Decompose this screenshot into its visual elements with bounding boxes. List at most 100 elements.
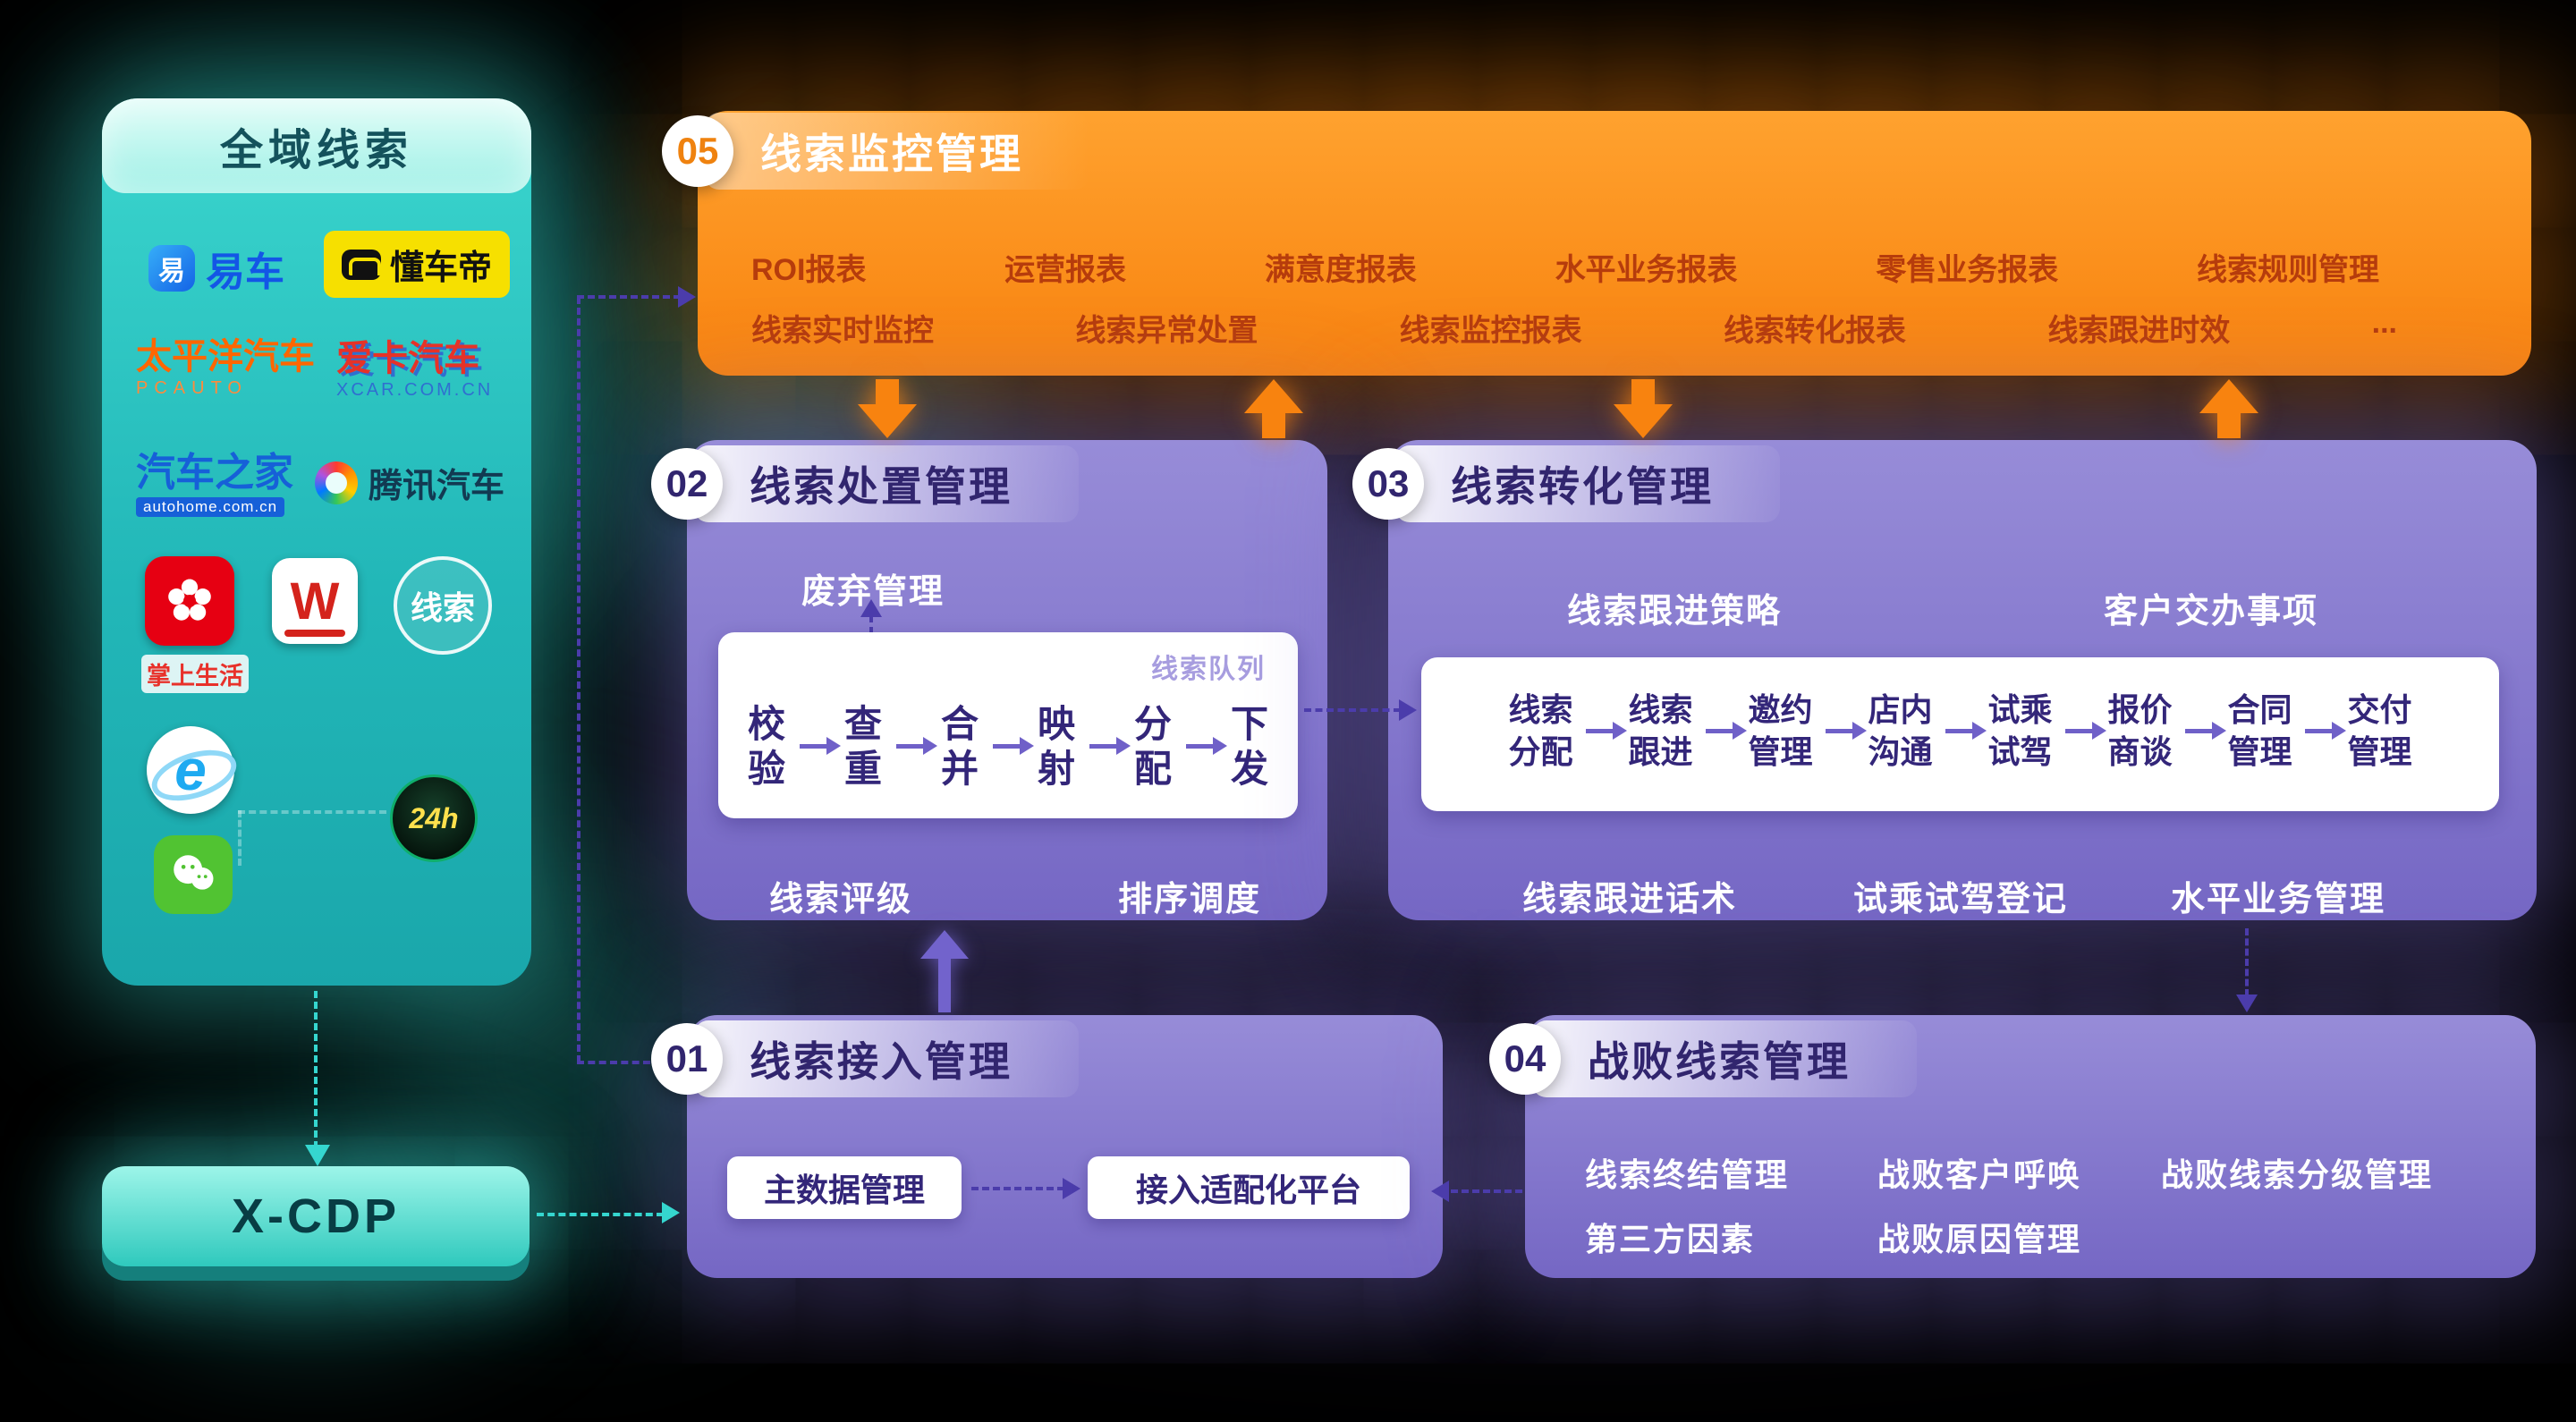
block03-title: 线索转化管理: [1395, 445, 1780, 522]
pcauto-subtitle: PCAUTO: [136, 378, 248, 398]
step-arrow-icon: [1585, 722, 1627, 741]
xcdp-to-block01-dash: [537, 1213, 664, 1216]
step-merge: 合并: [941, 703, 979, 790]
arrow-tail: [876, 379, 899, 404]
step-testdrive: 试乘试驾: [1987, 691, 2053, 770]
arrow-up-icon: [1244, 379, 1303, 413]
block04-number-badge: 04: [1489, 1023, 1561, 1095]
sort-scheduling-label: 排序调度: [1118, 881, 1262, 918]
step-delivery: 交付管理: [2347, 691, 2412, 770]
monitor-down-arrow-1: [858, 379, 917, 438]
followup-script-label: 线索跟进话术: [1522, 881, 1738, 918]
step-lead-followup: 线索跟进: [1628, 691, 1693, 770]
hotline-24h-label: 24h: [409, 801, 459, 834]
autohome-logo: 汽车之家 autohome.com.cn: [136, 451, 293, 518]
block03-header: 03 线索转化管理: [1352, 445, 1780, 522]
block05-items-row1: ROI报表 运营报表 满意度报表 水平业务报表 零售业务报表 线索规则管理: [751, 245, 2379, 289]
arrow-tail: [1262, 413, 1285, 438]
block01-to-block05-dash-v: [577, 297, 580, 1062]
autohome-label: 汽车之家: [136, 451, 293, 495]
monitor-item: 水平业务报表: [1555, 253, 1738, 287]
step-instore: 店内沟通: [1868, 691, 1933, 770]
access-dash-arrowhead: [1063, 1178, 1080, 1199]
arrow-tail: [2217, 413, 2241, 438]
ie-letter: e: [174, 738, 207, 802]
lead-queue-label: 线索队列: [1151, 655, 1266, 684]
step-arrow-icon: [2064, 722, 2106, 741]
monitor-item: ...: [2371, 306, 2397, 340]
block05-items-row2: 线索实时监控 线索异常处置 线索监控报表 线索转化报表 线索跟进时效 ...: [751, 306, 2397, 350]
monitor-item: 线索转化报表: [1723, 314, 1906, 348]
sidebar-title: 全域线索: [102, 98, 531, 193]
discard-arrowhead: [860, 599, 882, 617]
block01-title: 线索接入管理: [694, 1020, 1079, 1097]
step-dispatch: 下发: [1231, 703, 1269, 790]
block05-title: 线索监控管理: [705, 113, 1089, 190]
tencent-auto-label: 腾讯汽车: [369, 468, 505, 505]
master-data-box: 主数据管理: [727, 1156, 962, 1219]
step-arrow-icon: [2184, 722, 2226, 741]
conversion-steps-box: 线索分配 线索跟进 邀约管理 店内沟通 试乘试驾 报价商谈 合同管理 交付管理: [1421, 657, 2499, 811]
sidebar-to-xcdp-dash: [314, 991, 318, 1148]
step-contract: 合同管理: [2227, 691, 2292, 770]
step-arrow-icon: [993, 737, 1034, 756]
block01-to-block05-arrowhead: [678, 286, 696, 308]
block01-to-block05-dash-top: [577, 295, 681, 299]
tencent-ring-inner: [326, 471, 347, 494]
pcauto-logo: 太平洋汽车 PCAUTO: [136, 338, 315, 398]
sidebar-to-xcdp-arrowhead: [305, 1145, 330, 1166]
omni-channel-leads-panel: 全域线索 易 易车 懂车帝 太平洋汽车 PCAUTO 爱卡汽车 XCAR.COM…: [102, 98, 531, 986]
lead-queue-box: 线索队列 校验 查重 合并 映射 分配 下发: [718, 632, 1298, 818]
block-lead-access: 01 线索接入管理 主数据管理 接入适配化平台: [651, 1015, 1443, 1278]
dongchedi-logo: 懂车帝: [324, 231, 511, 298]
arrow-down-icon: [858, 404, 917, 438]
step-arrow-icon: [800, 737, 841, 756]
block03-number-badge: 03: [1352, 448, 1424, 520]
conversion-steps-row: 线索分配 线索跟进 邀约管理 店内沟通 试乘试驾 报价商谈 合同管理 交付管理: [1421, 690, 2499, 774]
wechat-bubbles-icon: [174, 855, 214, 890]
monitor-item: 线索规则管理: [2196, 253, 2379, 287]
ie-browser-icon: e: [145, 726, 243, 814]
step-arrow-icon: [2304, 722, 2346, 741]
xcar-subtitle: XCAR.COM.CN: [336, 380, 494, 400]
arrow-up-icon: [2199, 379, 2258, 413]
step-arrow-icon: [1825, 722, 1867, 741]
lead-termination-label: 线索终结管理: [1585, 1156, 1790, 1193]
xcdp-label: X-CDP: [231, 1189, 400, 1243]
block01-header: 01 线索接入管理: [651, 1020, 1079, 1097]
block03-to-block04-arrowhead: [2236, 995, 2258, 1012]
monitor-item: 零售业务报表: [1876, 253, 2059, 287]
yiche-label: 易车: [206, 250, 284, 294]
step-invite: 邀约管理: [1748, 691, 1813, 770]
testdrive-registration-label: 试乘试驾登记: [1853, 881, 2069, 918]
block05-number-badge: 05: [662, 115, 733, 187]
block01-to-block05-dash-bottom: [577, 1061, 650, 1064]
block04-header: 04 战败线索管理: [1489, 1020, 1917, 1097]
xcdp-node: X-CDP: [102, 1166, 530, 1266]
w-letter: W: [290, 571, 340, 631]
arrow-tail: [938, 959, 951, 1012]
pcauto-label: 太平洋汽车: [136, 337, 315, 377]
dongchedi-label: 懂车帝: [390, 250, 493, 287]
step-arrow-icon: [896, 737, 937, 756]
autohome-subtitle: autohome.com.cn: [136, 497, 285, 518]
followup-strategy-label: 线索跟进策略: [1567, 593, 1783, 631]
monitor-up-arrow-1: [1244, 379, 1303, 438]
block02-title: 线索处置管理: [694, 445, 1079, 522]
monitor-item: 线索跟进时效: [2047, 314, 2231, 348]
tencent-ring-icon: [315, 461, 358, 504]
master-data-label: 主数据管理: [763, 1172, 925, 1208]
block-lead-disposal: 02 线索处置管理 废弃管理 线索队列 校验 查重 合并 映射 分配 下: [651, 440, 1327, 920]
step-dedupe: 查重: [844, 703, 883, 790]
dongchedi-car-icon: [342, 249, 381, 280]
zhangshang-label: 掌上生活: [141, 655, 249, 693]
block01-to-block02-arrow: [920, 930, 969, 1012]
monitor-item: ROI报表: [751, 253, 867, 287]
monitor-item: 线索实时监控: [751, 314, 934, 348]
arrow-tail: [1631, 379, 1655, 404]
clue-circle-badge: 线索: [394, 556, 492, 655]
arrow-down-icon: [1614, 404, 1673, 438]
monitor-item: 满意度报表: [1264, 253, 1417, 287]
w-app-icon: W: [272, 558, 358, 644]
